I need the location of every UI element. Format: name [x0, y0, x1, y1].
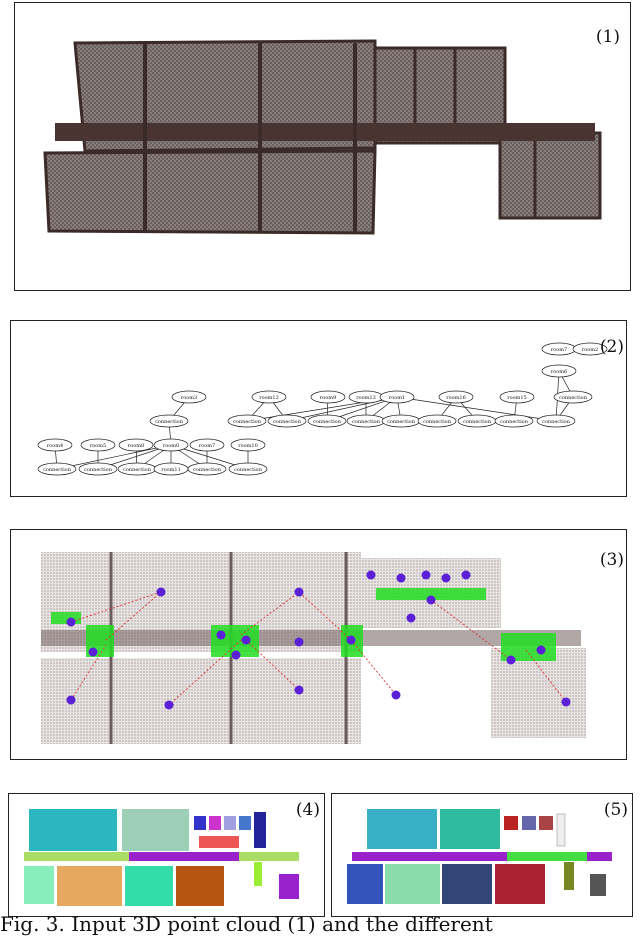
- graph-node-room9: room9: [310, 390, 346, 404]
- svg-text:room7: room7: [199, 443, 215, 449]
- graph-node-room1: room1: [379, 390, 415, 404]
- graph-node-e_r6: connection: [553, 390, 593, 404]
- graph-node-room6: room6: [541, 364, 577, 378]
- svg-text:room11: room11: [161, 467, 181, 473]
- graph-node-e5: connection: [346, 414, 386, 428]
- graph-node-e3: connection: [267, 414, 307, 428]
- svg-text:connection: connection: [352, 419, 381, 425]
- panel-topology-graph: room7 room2 room6 room3 room12 room9 room13 roo…: [10, 320, 627, 497]
- svg-text:room4: room4: [47, 443, 63, 449]
- graph-node-room10: room10: [230, 438, 266, 452]
- panel-label-5: (5): [603, 800, 628, 820]
- topology-graph: room7 room2 room6 room3 room12 room9 room13 roo…: [37, 342, 608, 476]
- segmentation-b-render: [347, 809, 612, 904]
- svg-text:room3: room3: [181, 395, 197, 401]
- segmentation-a-render: [24, 809, 299, 906]
- panel-segmentation-b: (5): [331, 793, 633, 917]
- svg-text:connection: connection: [387, 419, 416, 425]
- svg-text:connection: connection: [43, 467, 72, 473]
- graph-node-e10: connection: [536, 414, 576, 428]
- svg-text:room2: room2: [582, 347, 598, 353]
- segments-a: [24, 809, 299, 906]
- svg-text:room0: room0: [163, 443, 179, 449]
- graph-node-e2: connection: [227, 414, 267, 428]
- svg-text:connection: connection: [559, 395, 588, 401]
- svg-text:room15: room15: [507, 395, 527, 401]
- svg-text:room12: room12: [259, 395, 279, 401]
- graph-node-e1: connection: [149, 414, 189, 428]
- floorplan-cloud: [43, 39, 602, 235]
- figure-caption: Fig. 3. Input 3D point cloud (1) and the…: [0, 912, 493, 936]
- graph-node-room5: room5: [80, 438, 116, 452]
- panel-segmentation-a: (4): [8, 793, 325, 917]
- graph-node-room13: room13: [348, 390, 384, 404]
- graph-node-e8: connection: [457, 414, 497, 428]
- svg-text:room9: room9: [320, 395, 336, 401]
- panel-label-3: (3): [599, 550, 624, 570]
- svg-text:connection: connection: [123, 467, 152, 473]
- svg-text:room6: room6: [551, 369, 567, 375]
- svg-text:room8: room8: [128, 443, 144, 449]
- point-cloud-render: [43, 39, 602, 235]
- svg-text:connection: connection: [193, 467, 222, 473]
- panel-label-1: (1): [595, 27, 620, 47]
- panel-point-cloud: (1): [14, 2, 631, 291]
- graph-node-e12: connection: [78, 462, 118, 476]
- segments-b: [347, 809, 612, 904]
- panel-room-graph-overlay: (3): [10, 529, 627, 760]
- graph-node-room8: room8: [118, 438, 154, 452]
- graph-node-room15: room15: [499, 390, 535, 404]
- graph-node-room7b: room7: [189, 438, 225, 452]
- svg-text:connection: connection: [273, 419, 302, 425]
- svg-text:connection: connection: [233, 419, 262, 425]
- svg-text:connection: connection: [313, 419, 342, 425]
- svg-text:connection: connection: [84, 467, 113, 473]
- graph-node-room16: room16: [438, 390, 474, 404]
- graph-edge: [396, 396, 557, 422]
- svg-text:room1: room1: [389, 395, 405, 401]
- panel-label-2: (2): [599, 337, 624, 357]
- graph-node-e11: connection: [37, 462, 77, 476]
- svg-text:connection: connection: [423, 419, 452, 425]
- graph-edge: [56, 444, 172, 470]
- graph-node-e6: connection: [381, 414, 421, 428]
- graph-node-e15: connection: [228, 462, 268, 476]
- svg-text:connection: connection: [155, 419, 184, 425]
- graph-node-room12: room12: [251, 390, 287, 404]
- graph-node-room11: room11: [153, 462, 189, 476]
- svg-text:connection: connection: [542, 419, 571, 425]
- room-overlay-render: [41, 552, 586, 744]
- svg-text:connection: connection: [234, 467, 263, 473]
- panel-label-4: (4): [295, 800, 320, 820]
- graph-node-room2: room2: [572, 342, 608, 356]
- svg-text:room13: room13: [356, 395, 376, 401]
- svg-text:room5: room5: [90, 443, 106, 449]
- graph-node-room0: room0: [153, 438, 189, 452]
- room-links: [70, 591, 567, 706]
- graph-node-e7: connection: [417, 414, 457, 428]
- graph-node-room4: room4: [37, 438, 73, 452]
- graph-node-e4: connection: [307, 414, 347, 428]
- svg-text:room7: room7: [551, 347, 567, 353]
- svg-text:room10: room10: [238, 443, 258, 449]
- graph-node-room3: room3: [171, 390, 207, 404]
- svg-text:connection: connection: [500, 419, 529, 425]
- room-nodes: [66, 570, 571, 710]
- svg-text:connection: connection: [463, 419, 492, 425]
- svg-text:room16: room16: [446, 395, 466, 401]
- graph-node-e9: connection: [494, 414, 534, 428]
- graph-node-e13: connection: [117, 462, 157, 476]
- graph-node-room7: room7: [541, 342, 577, 356]
- graph-node-e14: connection: [187, 462, 227, 476]
